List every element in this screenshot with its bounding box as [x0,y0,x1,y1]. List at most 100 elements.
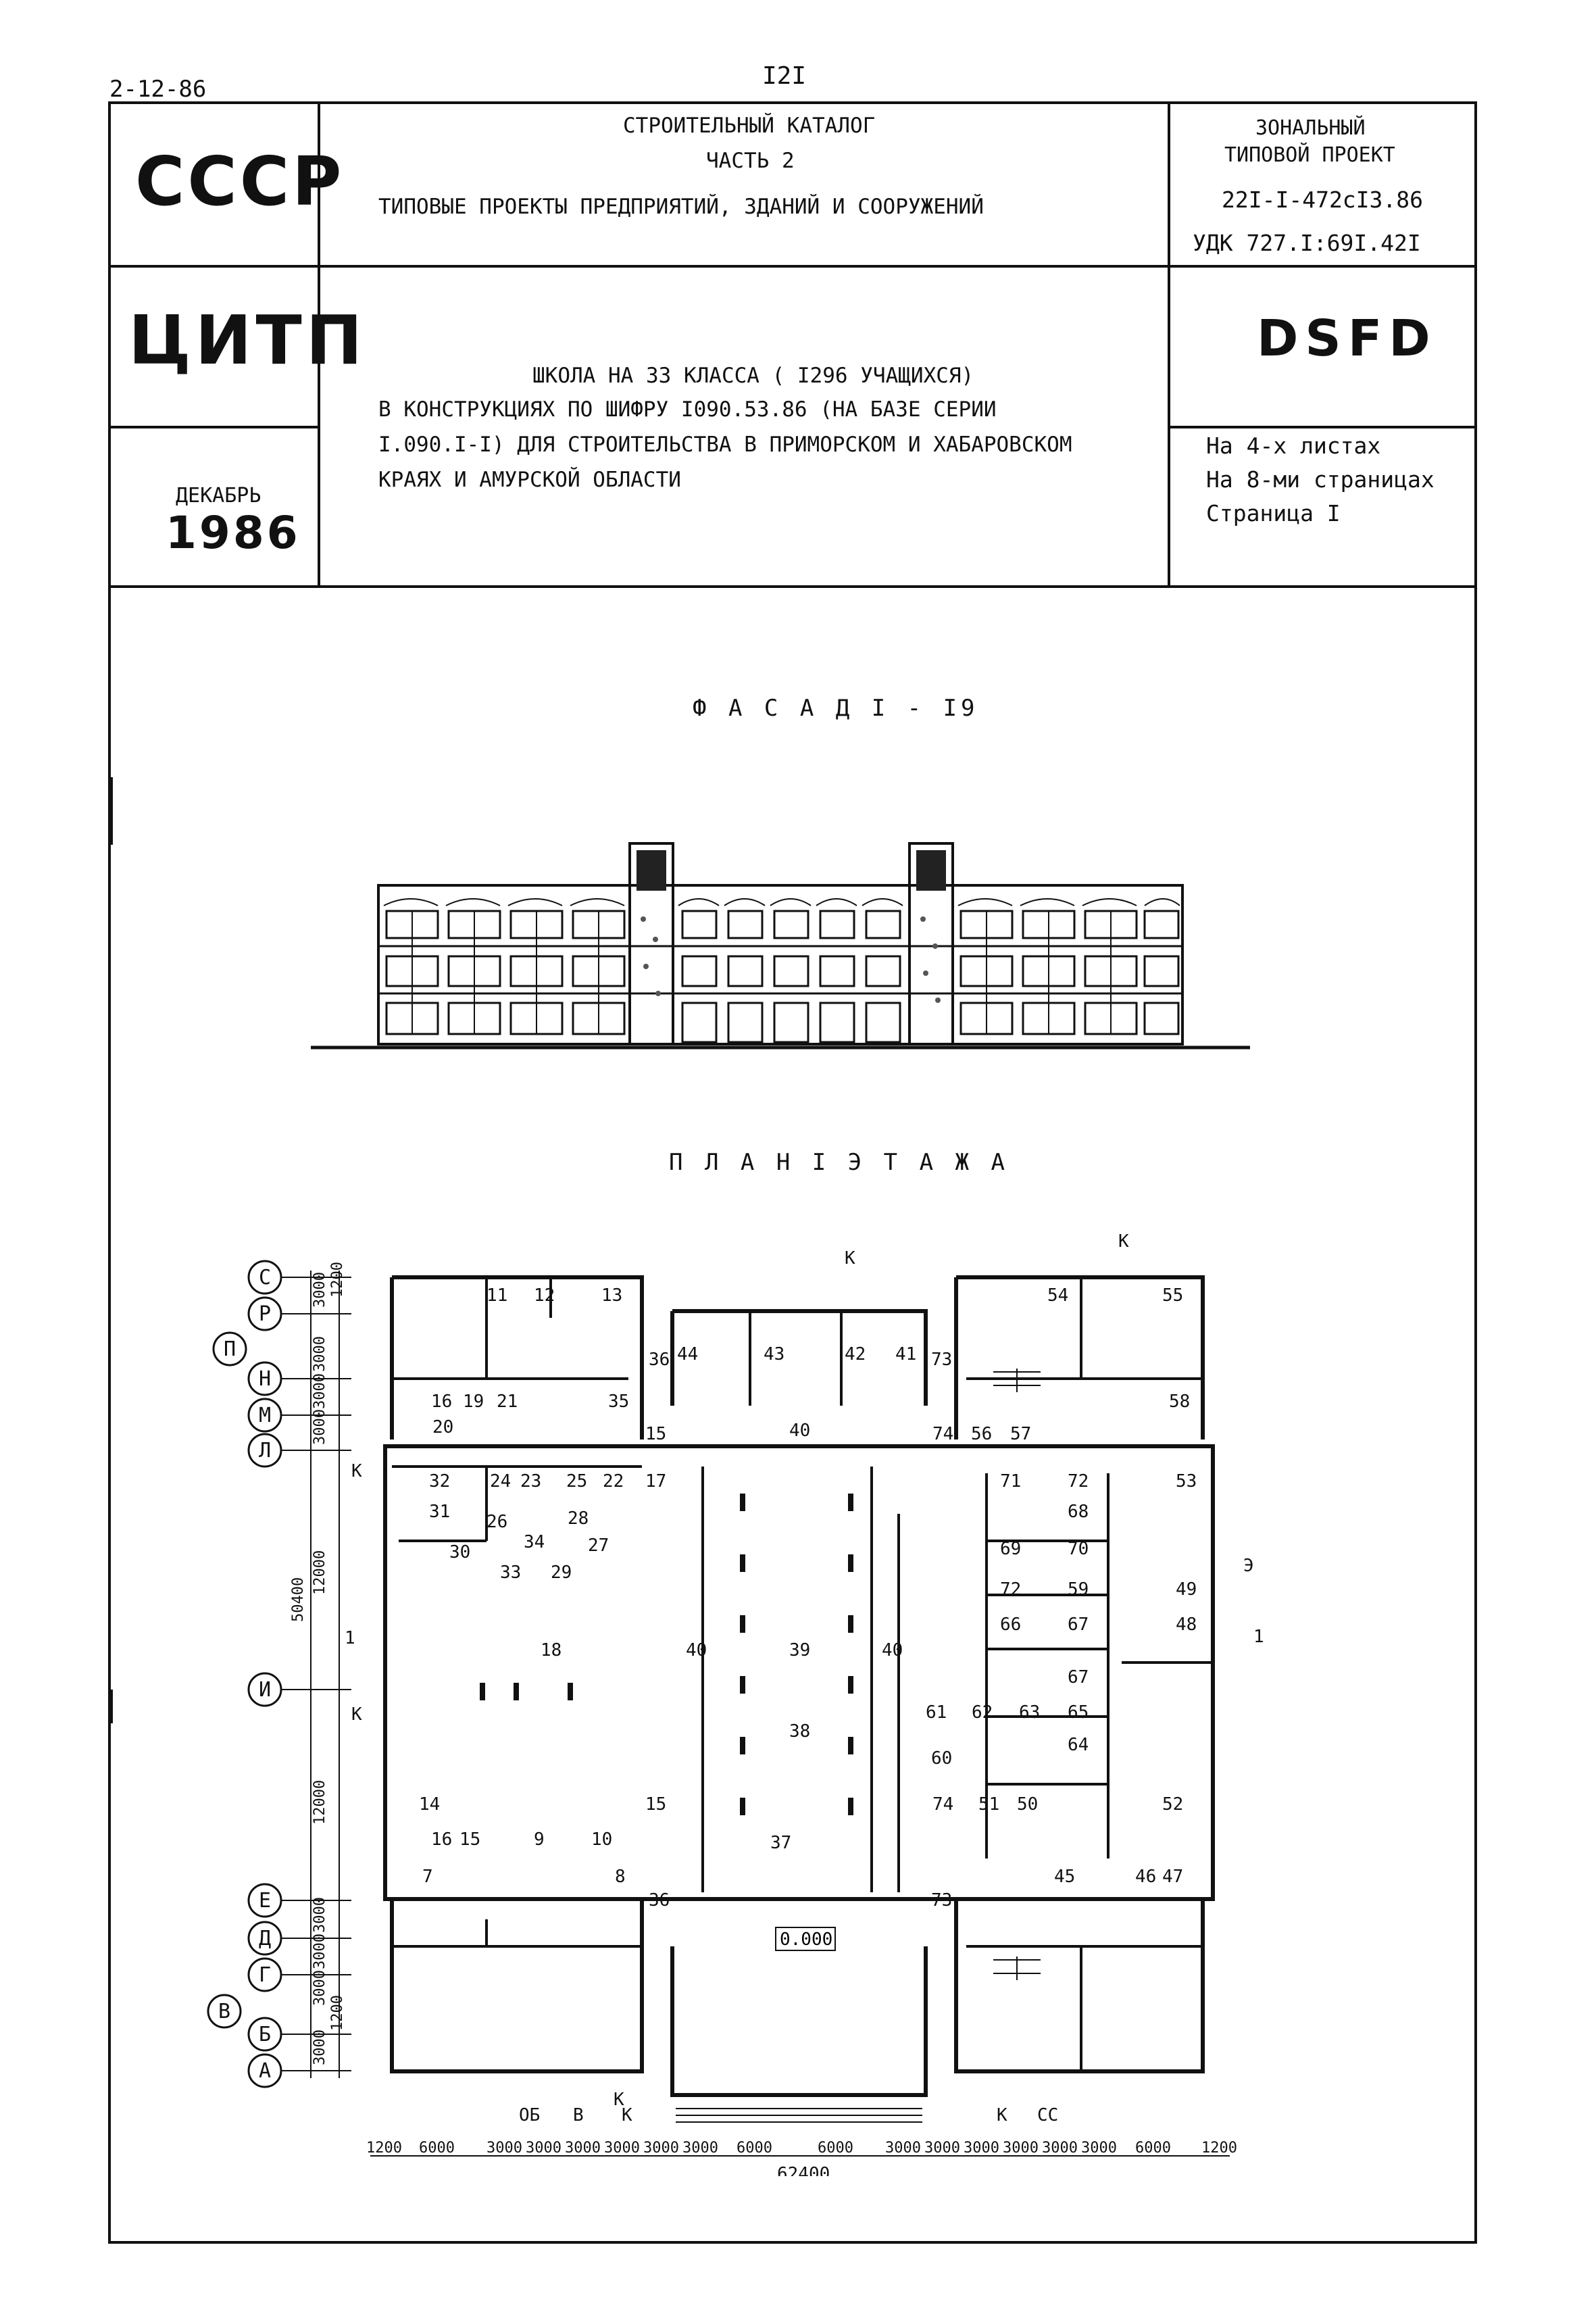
room-27: 27 [588,1535,609,1556]
room-69: 69 [1000,1539,1021,1559]
room-49: 49 [1176,1579,1197,1600]
room-57: 57 [1010,1424,1031,1444]
row-axis-e: Е [259,1889,271,1913]
room-15-bottom: 15 [645,1794,666,1815]
room-33: 33 [500,1562,521,1583]
room-39: 39 [789,1640,810,1660]
room-54: 54 [1047,1285,1068,1306]
left-edge-mark-2 [110,1690,113,1723]
header-bottom-line [108,585,1477,588]
room-43: 43 [764,1344,784,1364]
entrance-k-top-center: К [845,1248,855,1269]
room-7: 7 [422,1867,433,1887]
room-59: 59 [1068,1579,1089,1600]
room-31: 31 [429,1502,450,1522]
row-axis-s: С [259,1266,271,1289]
room-24: 24 [490,1471,511,1492]
room-16-bottom: 16 [431,1829,452,1850]
entrance-cc: СС [1037,2105,1058,2125]
title-line-4: КРАЯХ И АМУРСКОЙ ОБЛАСТИ [378,468,681,492]
room-12: 12 [534,1285,555,1306]
left-dim-6: 12000 [311,1550,328,1595]
room-60: 60 [931,1748,952,1769]
room-9: 9 [534,1829,545,1850]
page-count: На 8-ми страницах [1206,466,1435,493]
entrance-k-left-lower: К [351,1704,362,1725]
bottom-dim-17: 6000 [1135,2140,1171,2157]
row-axis-p: П [224,1337,236,1361]
left-dim-2: 1200 [329,1262,346,1298]
room-42: 42 [845,1344,866,1364]
left-dim-9: 3000 [311,1934,328,1969]
bottom-dim-6: 3000 [604,2140,640,2157]
room-16-top: 16 [431,1392,452,1412]
bottom-dim-3: 3000 [487,2140,522,2157]
left-dim-1: 3000 [311,1272,328,1308]
room-40-left: 40 [686,1640,707,1660]
room-32: 32 [429,1471,450,1492]
room-23: 23 [520,1471,541,1492]
room-10: 10 [591,1829,612,1850]
room-73-bottom: 73 [931,1890,952,1911]
room-40-right: 40 [882,1640,903,1660]
title-line-2: В КОНСТРУКЦИЯХ ПО ШИФРУ I090.53.86 (НА Б… [378,397,997,422]
room-15-top: 15 [645,1424,666,1444]
entrance-k-bottom-right: К [997,2105,1007,2125]
elevation-mark: 0.000 [780,1929,832,1950]
header-col-line-2 [1168,101,1170,587]
left-dim-4: 3000 [311,1373,328,1409]
row-axis-r: Р [259,1302,271,1326]
left-dim-11: 1200 [329,1995,346,2031]
header-row-line-2 [108,426,318,428]
room-8: 8 [615,1867,626,1887]
room-13: 13 [601,1285,622,1306]
catalog-line-3: ТИПОВЫЕ ПРОЕКТЫ ПРЕДПРИЯТИЙ, ЗДАНИЙ И СО… [378,195,984,219]
bottom-dim-15: 3000 [1042,2140,1078,2157]
total-horizontal-dim: 62400 [777,2164,830,2176]
facade-drawing [311,842,1250,1050]
org-citp: ЦИТП [128,301,367,380]
room-45: 45 [1054,1867,1075,1887]
room-11: 11 [487,1285,507,1306]
room-72-mid: 72 [1000,1579,1021,1600]
room-50: 50 [1017,1794,1038,1815]
room-56: 56 [971,1424,992,1444]
issue-year: 1986 [166,507,301,559]
room-47: 47 [1162,1867,1183,1887]
entrance-k-bottom-mid: К [614,2090,624,2110]
room-18: 18 [541,1640,562,1660]
page-number: I2I [762,62,807,90]
title-line-3: I.090.I-I) ДЛЯ СТРОИТЕЛЬСТВА В ПРИМОРСКО… [378,433,1072,457]
page-label: Страница I [1206,500,1341,526]
room-55: 55 [1162,1285,1183,1306]
bottom-dim-13: 3000 [964,2140,999,2157]
zonal-line-2: ТИПОВОЙ ПРОЕКТ [1224,143,1395,167]
room-44: 44 [677,1344,698,1364]
left-dim-12: 3000 [311,2029,328,2065]
room-28: 28 [568,1508,589,1529]
room-68: 68 [1068,1502,1089,1522]
left-dim-7: 12000 [311,1780,328,1825]
bottom-dim-11: 3000 [885,2140,921,2157]
bottom-dim-7: 3000 [643,2140,679,2157]
floor-plan-drawing: 0.000 С Р П Н М Л И Е Д Г В Б А 3000 120… [207,1231,1264,2176]
room-20: 20 [432,1417,453,1437]
room-70: 70 [1068,1539,1089,1559]
room-62: 62 [972,1702,993,1723]
bottom-dim-16: 3000 [1081,2140,1117,2157]
bottom-dim-12: 3000 [924,2140,960,2157]
room-64: 64 [1068,1735,1089,1755]
room-71: 71 [1000,1471,1021,1492]
room-36-bottom: 36 [649,1890,670,1911]
room-53: 53 [1176,1471,1197,1492]
section-1-left: 1 [345,1628,355,1648]
header-row-line-3 [1168,426,1477,428]
bottom-dim-8: 3000 [682,2140,718,2157]
zonal-line-1: ЗОНАЛЬНЫЙ [1255,116,1366,140]
row-axis-n: Н [259,1367,271,1391]
room-26: 26 [487,1512,507,1532]
sheet-count: На 4-х листах [1206,433,1381,459]
room-40-top: 40 [789,1421,810,1441]
room-14: 14 [419,1794,440,1815]
bottom-dim-14: 3000 [1003,2140,1039,2157]
